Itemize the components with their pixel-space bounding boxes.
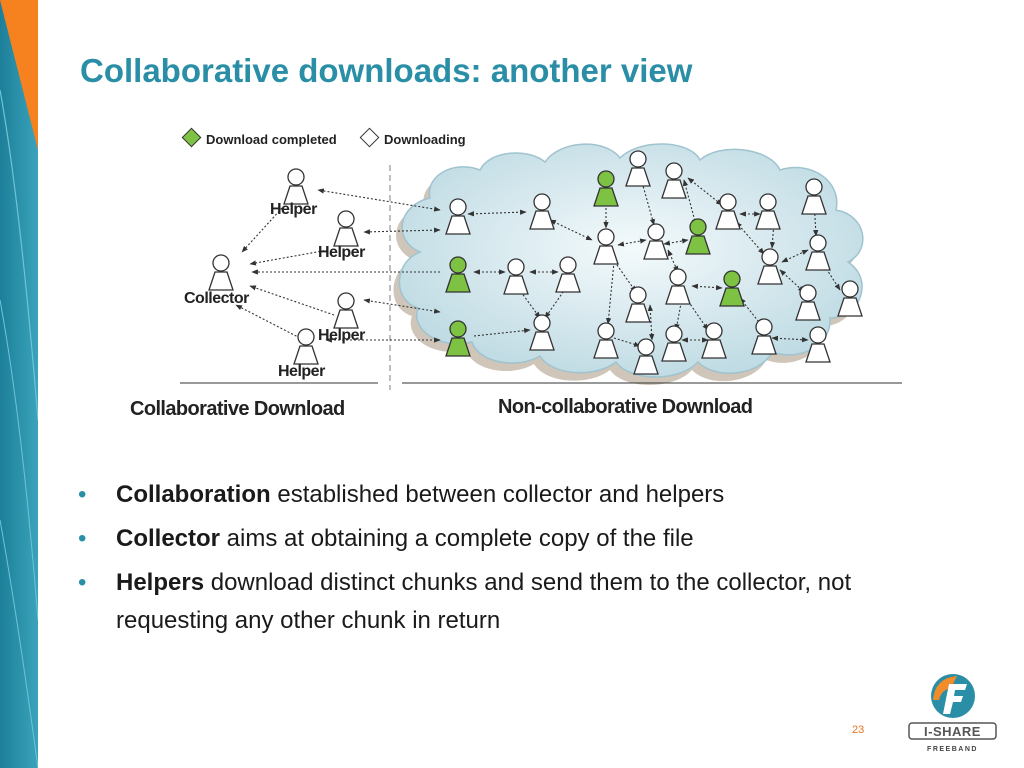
- slide-title: Collaborative downloads: another view: [80, 52, 693, 89]
- bullet-bold: Collector: [116, 525, 221, 552]
- helper-label: Helper: [278, 363, 325, 380]
- collector-node: [208, 254, 234, 291]
- ishare-logo: I-SHARE FREEBAND: [908, 674, 997, 753]
- legend-completed-swatch: [181, 127, 202, 148]
- helper-node: [293, 328, 319, 365]
- logo-name: I-SHARE: [924, 724, 981, 739]
- legend-completed-label: Download completed: [206, 132, 337, 147]
- logo-sub: FREEBAND: [927, 746, 978, 753]
- p2p-diagram: Download completed Downloading: [130, 127, 902, 420]
- helper-label: Helper: [270, 201, 317, 218]
- bullet-item: • Helpers download distinct chunks and s…: [78, 564, 898, 640]
- bullet-dot: •: [78, 525, 87, 552]
- bullet-text: download distinct chunks and send them t…: [116, 569, 852, 634]
- bullet-item: • Collector aims at obtaining a complete…: [78, 520, 898, 558]
- page-number: 23: [852, 724, 865, 736]
- collaborative-section-label: Collaborative Download: [130, 398, 345, 420]
- side-decoration-bar: [0, 0, 38, 768]
- bullet-text: established between collector and helper…: [270, 481, 725, 508]
- legend: Download completed Downloading: [181, 127, 466, 148]
- bullet-text: aims at obtaining a complete copy of the…: [220, 525, 694, 552]
- helper-node: [283, 168, 309, 205]
- helper-node: [333, 210, 359, 247]
- bullet-list: • Collaboration established between coll…: [78, 476, 898, 646]
- bullet-item: • Collaboration established between coll…: [78, 476, 898, 514]
- non-collaborative-section-label: Non-collaborative Download: [498, 396, 752, 418]
- collector-label: Collector: [184, 290, 249, 307]
- bullet-dot: •: [78, 569, 87, 596]
- bullet-bold: Helpers: [116, 569, 205, 596]
- bullet-dot: •: [78, 481, 87, 508]
- legend-downloading-label: Downloading: [384, 132, 466, 147]
- bullet-bold: Collaboration: [116, 481, 271, 508]
- helper-label: Helper: [318, 244, 365, 261]
- helper-label: Helper: [318, 327, 365, 344]
- legend-downloading-swatch: [359, 127, 380, 148]
- helper-node: [333, 292, 359, 329]
